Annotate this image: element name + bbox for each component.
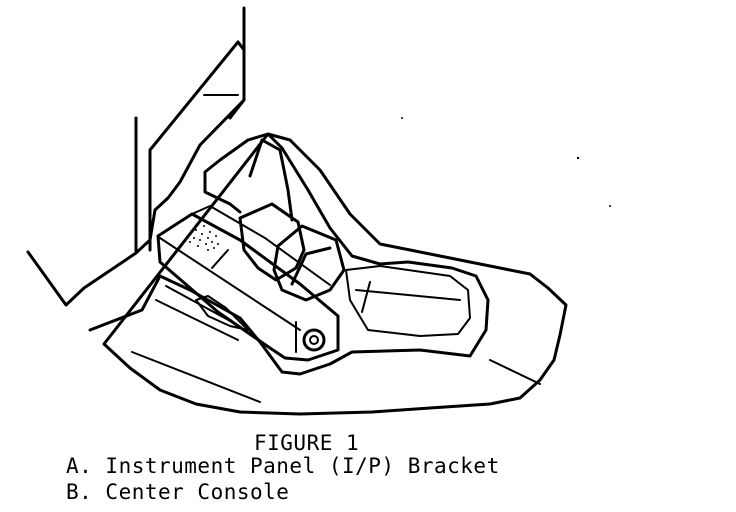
- legend-item-center-console: B. Center Console: [66, 480, 290, 504]
- bracket-shading: [189, 225, 219, 251]
- figure-title: FIGURE 1: [254, 431, 360, 455]
- scan-specks: [401, 117, 611, 207]
- center-console: [88, 132, 568, 416]
- legend-item-ip-bracket: A. Instrument Panel (I/P) Bracket: [66, 454, 500, 478]
- instrument-panel-outline: [26, 6, 246, 307]
- dash-trim-panel: [134, 40, 246, 254]
